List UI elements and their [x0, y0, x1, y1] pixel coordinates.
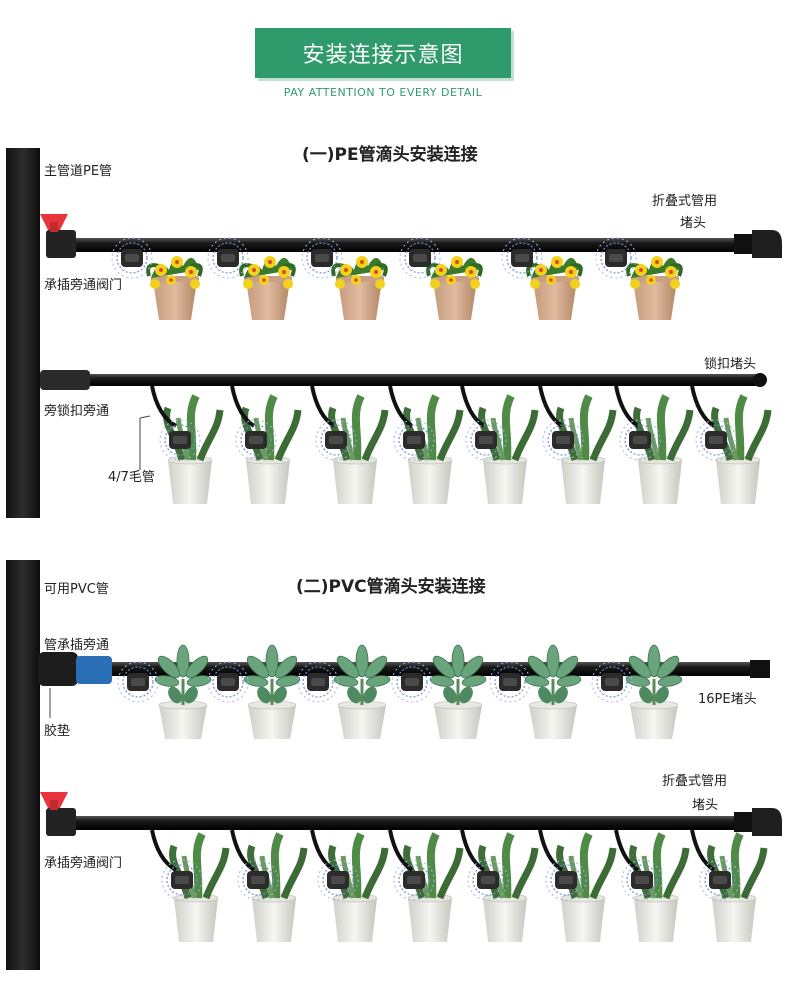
main-pipe-vertical-2	[6, 560, 40, 970]
fold-cap-icon-1	[734, 230, 782, 258]
label-main-pipe: 主管道PE管	[44, 164, 113, 179]
header-subtitle: PAY ATTENTION TO EVERY DETAIL	[283, 86, 483, 99]
section1-title: (一)PE管滴头安装连接	[302, 145, 478, 165]
lock-cap-icon	[753, 373, 767, 387]
label-valve: 承插旁通阀门	[44, 278, 123, 293]
label-fold-cap-s2: 折叠式管用	[662, 774, 728, 789]
blue-coupler-icon	[76, 656, 112, 684]
label-valve-s2: 承插旁通阀门	[44, 856, 123, 871]
capillary-tubes-row-2	[150, 385, 716, 428]
succulent-pots	[152, 643, 685, 741]
fold-cap-icon-2	[734, 808, 782, 836]
pvc-tee-icon	[38, 652, 78, 686]
label-fold-cap-2: 堵头	[680, 216, 707, 231]
label-pvc-tee: 管承插旁通	[44, 638, 110, 653]
header-banner: 安装连接示意图	[255, 28, 511, 78]
label-pe-cap: 16PE堵头	[698, 692, 757, 707]
label-pvc-pipe: 可用PVC管	[44, 582, 109, 597]
snake-pots-row-1	[167, 396, 768, 504]
pe-branch-pipe-3	[60, 816, 750, 830]
label-fold-cap-s2-2: 堵头	[692, 798, 719, 813]
label-lock-tee: 旁锁扣旁通	[44, 404, 110, 419]
valve-icon-1	[40, 214, 76, 258]
valve-icon-2	[40, 792, 76, 836]
label-gasket: 胶垫	[44, 724, 71, 739]
label-lock-cap: 锁扣堵头	[704, 357, 757, 372]
header-title: 安装连接示意图	[302, 43, 464, 68]
main-pipe-vertical-1	[6, 148, 40, 518]
label-fold-cap: 折叠式管用	[652, 194, 718, 209]
pe-branch-pipe-2	[44, 374, 766, 386]
section2-title: (二)PVC管滴头安装连接	[296, 577, 486, 597]
lock-tee-icon	[40, 370, 90, 390]
label-capillary: 4/7毛管	[108, 470, 155, 485]
pe-cap-icon	[750, 660, 770, 678]
